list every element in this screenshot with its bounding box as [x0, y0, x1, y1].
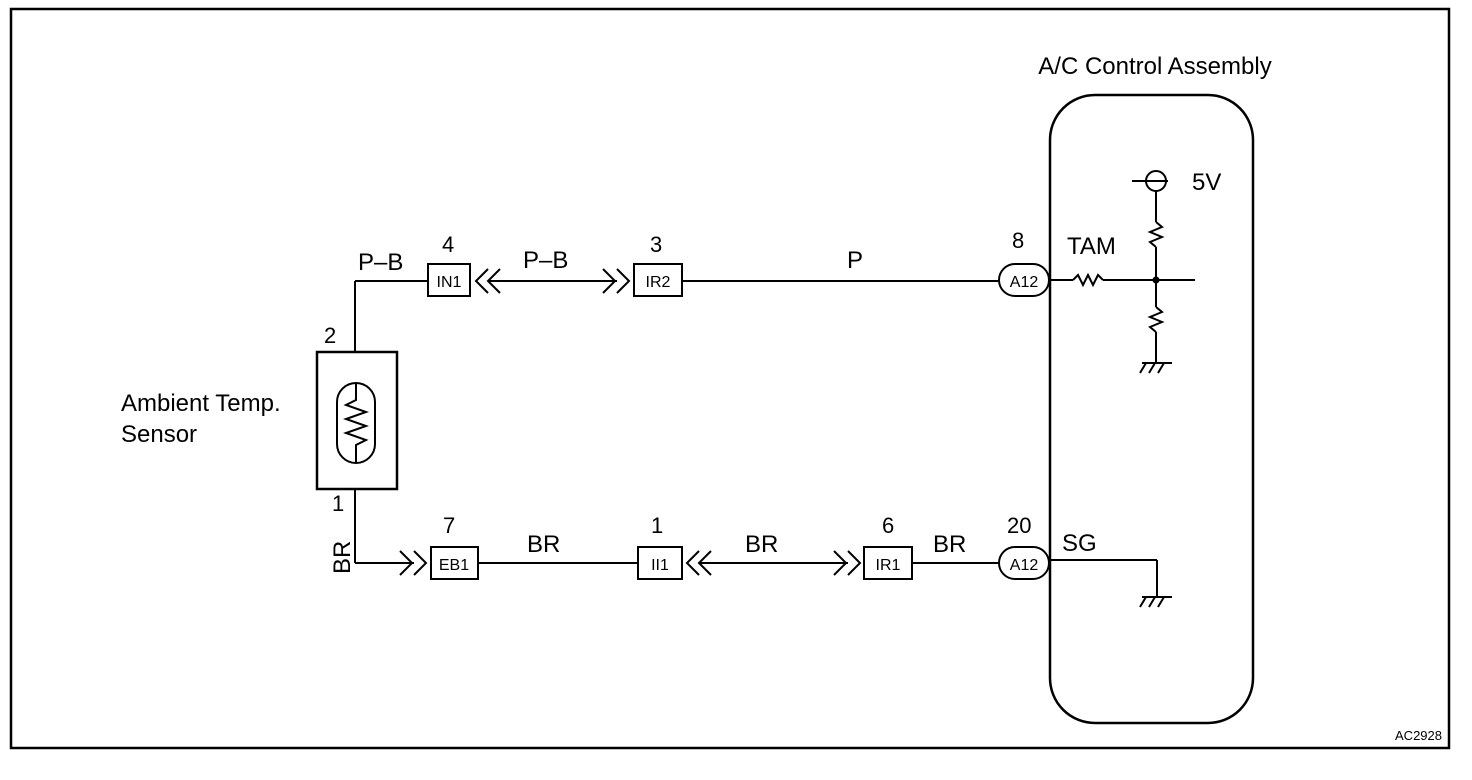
top-wire-sensor-color: P–B: [358, 249, 403, 276]
top-wire-right-color: P: [847, 247, 863, 274]
connector-ii1-pin: 1: [651, 513, 663, 538]
connector-ii1-label: II1: [651, 557, 669, 574]
connector-a12-top-label: A12: [1010, 274, 1039, 291]
top-wire-mid-color: P–B: [523, 247, 568, 274]
sg-label: SG: [1062, 530, 1097, 557]
pulldown-resistor-icon: [1147, 306, 1165, 333]
assembly-internal-circuit: [1050, 170, 1195, 608]
connector-ir1: [863, 546, 913, 580]
supply-voltage-label: 5V: [1192, 169, 1221, 196]
sensor-name-line1: Ambient Temp.: [121, 390, 281, 417]
bottom-wire-c-color: BR: [933, 531, 966, 558]
bottom-wire-a-color: BR: [527, 531, 560, 558]
connector-in1-pin: 4: [442, 232, 454, 257]
connector-eb1-pin: 7: [443, 513, 455, 538]
bottom-wire-sensor-color: BR: [329, 541, 356, 574]
assembly-title: A/C Control Assembly: [1038, 53, 1271, 80]
connector-ir1-label: IR1: [876, 557, 901, 574]
connector-a12-top-pin: 8: [1012, 228, 1024, 253]
connector-ir1-pin: 6: [882, 513, 894, 538]
connector-ii1: [637, 546, 683, 580]
diagram-frame: [9, 7, 1451, 750]
sensor-name-line2: Sensor: [121, 421, 197, 448]
connector-ir2: [633, 263, 683, 297]
sensor-pin-bottom: 1: [332, 491, 344, 516]
connector-in1-label: IN1: [437, 274, 462, 291]
sensor-housing: [315, 350, 399, 491]
ac-control-assembly-box: [1048, 93, 1255, 725]
connector-a12-bottom-label: A12: [1010, 557, 1039, 574]
connector-a12-bottom-pin: 20: [1007, 513, 1031, 538]
connector-eb1-label: EB1: [439, 557, 469, 574]
connector-eb1: [430, 546, 479, 580]
sensor-pin-top: 2: [324, 323, 336, 348]
tam-resistor-icon: [1072, 272, 1104, 288]
tam-label: TAM: [1067, 233, 1116, 260]
pullup-resistor-icon: [1147, 221, 1165, 248]
bottom-circuit-wires: [354, 489, 1000, 576]
bottom-wire-b-color: BR: [745, 531, 778, 558]
connector-in1: [427, 263, 471, 297]
connector-ir2-pin: 3: [650, 232, 662, 257]
figure-code: AC2928: [1395, 728, 1442, 743]
top-circuit-wires: [354, 268, 1000, 352]
connector-ir2-label: IR2: [646, 274, 671, 291]
connector-a12-bottom: [998, 546, 1050, 580]
connector-a12-top: [998, 263, 1050, 297]
